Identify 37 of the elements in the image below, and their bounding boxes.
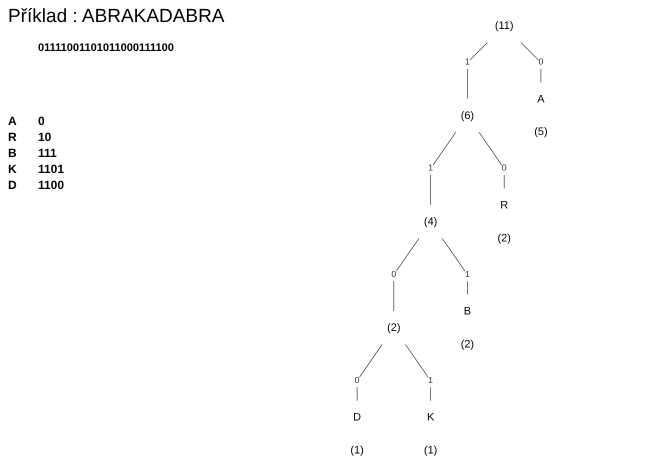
edge-label: 0 [354, 376, 360, 386]
node-text: (6) [460, 109, 474, 122]
symbol-label: D [8, 178, 17, 192]
code-label: 111 [38, 146, 57, 160]
code-label: 1101 [38, 162, 64, 176]
node-text: B (2) [460, 305, 474, 350]
connector [394, 238, 420, 312]
edge-label: 0 [502, 164, 507, 173]
symbol-label: B [8, 146, 17, 160]
node-text: K (1) [424, 411, 438, 456]
node-text: D (1) [350, 411, 364, 456]
edge-label: 0 [538, 58, 544, 67]
code-label: 10 [38, 130, 52, 144]
node-text: (11) [494, 20, 514, 32]
code-label: 0 [38, 114, 45, 128]
edge-label: 1 [428, 376, 434, 386]
edge-label: 1 [464, 270, 470, 280]
connector [430, 132, 456, 206]
symbol-label: K [8, 162, 17, 176]
node-text: (4) [424, 216, 438, 228]
connector [467, 42, 488, 100]
title: Příklad : ABRAKADABRA [8, 6, 226, 28]
connector [356, 344, 383, 402]
edge-label: 0 [391, 270, 396, 280]
symbol-label: R [8, 130, 17, 144]
symbol-label: A [8, 114, 17, 128]
connector [478, 132, 504, 190]
node-text: (2) [387, 322, 401, 334]
connector [404, 344, 431, 402]
connector [442, 238, 468, 296]
edge-label: 1 [428, 164, 434, 173]
connector [520, 42, 542, 83]
code-label: 1100 [38, 178, 64, 192]
node-text: R (2) [497, 199, 511, 244]
edge-label: 1 [464, 58, 470, 67]
code-string: 01111001101011000111100 [38, 42, 174, 54]
node-text: A (5) [534, 93, 548, 138]
